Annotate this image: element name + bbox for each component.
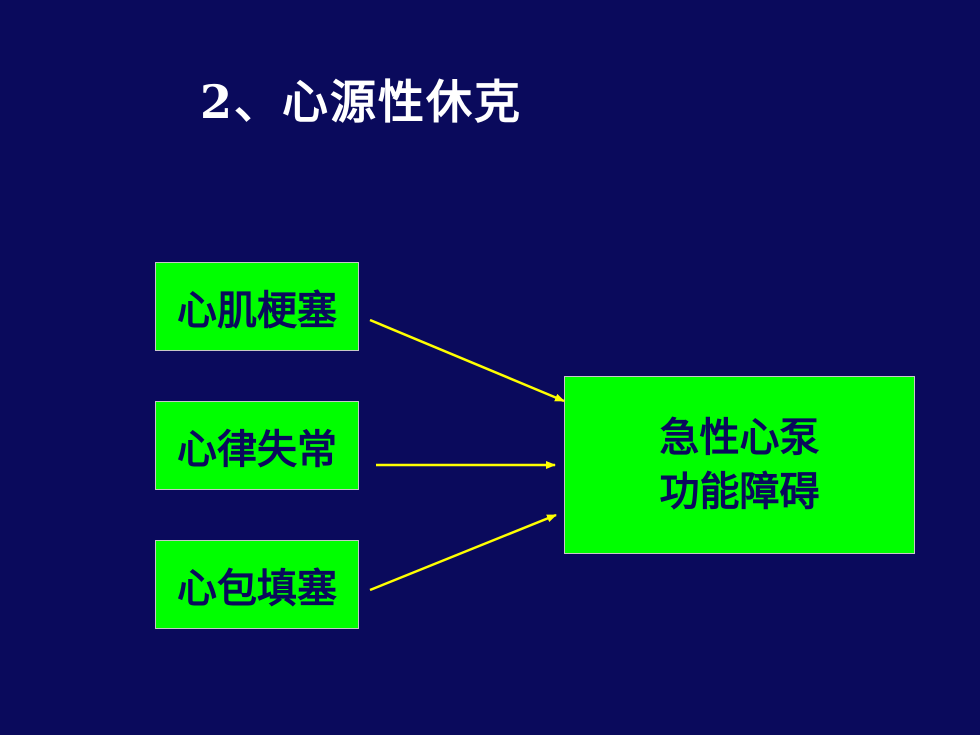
cause-box-myocardial-infarction: 心肌梗塞: [155, 262, 359, 351]
effect-line-1: 急性心泵: [659, 415, 820, 461]
effect-line-2: 功能障碍: [659, 469, 820, 515]
effect-box-acute-pump-failure: 急性心泵 功能障碍: [564, 376, 915, 554]
cause-box-arrhythmia: 心律失常: [155, 401, 359, 490]
arrow-3: [369, 513, 557, 592]
arrow-1: [369, 318, 565, 403]
cause-box-pericardial-tamponade: 心包填塞: [155, 540, 359, 629]
slide-title: 2、心源性休克: [200, 75, 523, 129]
